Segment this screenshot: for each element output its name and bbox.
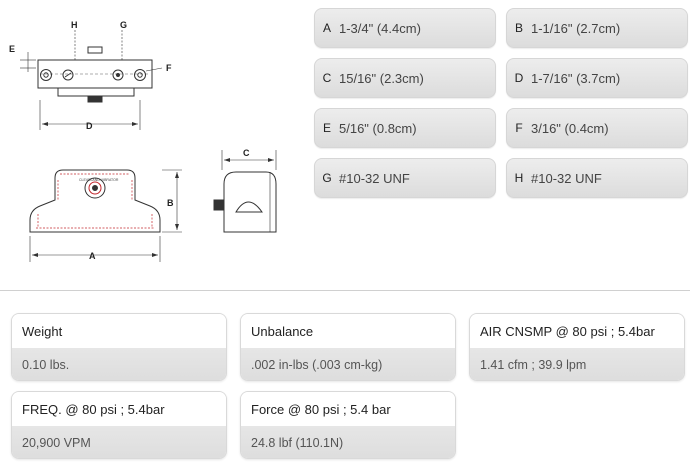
- spec-frequency-card: FREQ. @ 80 psi ; 5.4bar 20,900 VPM: [11, 391, 227, 459]
- dimension-d-card: D 1-7/16" (3.7cm): [506, 58, 688, 98]
- dimension-letter: A: [322, 21, 331, 35]
- dimension-c-card: C 15/16" (2.3cm): [314, 58, 496, 98]
- dimension-letter: B: [514, 21, 523, 35]
- spec-force-card: Force @ 80 psi ; 5.4 bar 24.8 lbf (110.1…: [240, 391, 456, 459]
- dimension-letter: E: [322, 121, 331, 135]
- front-view-drawing: [29, 169, 182, 262]
- dimension-e-card: E 5/16" (0.8cm): [314, 108, 496, 148]
- label-d: D: [86, 121, 93, 131]
- spec-value: .002 in-lbs (.003 cm-kg): [241, 348, 455, 380]
- dimension-a-card: A 1-3/4" (4.4cm): [314, 8, 496, 48]
- dimension-value: 1-3/4" (4.4cm): [339, 20, 421, 36]
- top-view-drawing: [20, 30, 163, 130]
- label-e: E: [9, 44, 15, 54]
- label-f: F: [166, 63, 172, 73]
- spec-value: 0.10 lbs.: [12, 348, 226, 380]
- label-c: C: [243, 148, 250, 158]
- spec-label: Force @ 80 psi ; 5.4 bar: [241, 392, 455, 426]
- spec-label: Weight: [12, 314, 226, 348]
- dimension-value: 1-1/16" (2.7cm): [531, 20, 621, 36]
- spec-weight-card: Weight 0.10 lbs.: [11, 313, 227, 381]
- dimension-f-card: F 3/16" (0.4cm): [506, 108, 688, 148]
- technical-drawing: H G E F D: [0, 0, 300, 275]
- dimension-g-card: G #10-32 UNF: [314, 158, 496, 198]
- dimension-letter: H: [514, 171, 524, 185]
- dimension-letter: F: [515, 121, 523, 135]
- spec-air-consumption-card: AIR CNSMP @ 80 psi ; 5.4bar 1.41 cfm ; 3…: [469, 313, 685, 381]
- dimension-value: #10-32 UNF: [531, 170, 602, 186]
- dimension-value: 3/16" (0.4cm): [531, 120, 609, 136]
- dimension-letter: D: [514, 71, 524, 85]
- dimension-value: 15/16" (2.3cm): [339, 70, 424, 86]
- spec-value: 24.8 lbf (110.1N): [241, 426, 455, 458]
- side-view-drawing: [213, 150, 277, 233]
- section-divider: [0, 290, 690, 291]
- dimension-value: 5/16" (0.8cm): [339, 120, 417, 136]
- dimension-letter: C: [322, 71, 332, 85]
- spec-unbalance-card: Unbalance .002 in-lbs (.003 cm-kg): [240, 313, 456, 381]
- spec-value: 1.41 cfm ; 39.9 lpm: [470, 348, 684, 380]
- label-h: H: [71, 20, 78, 30]
- spec-value: 20,900 VPM: [12, 426, 226, 458]
- dimension-value: #10-32 UNF: [339, 170, 410, 186]
- spec-label: FREQ. @ 80 psi ; 5.4bar: [12, 392, 226, 426]
- spec-label: Unbalance: [241, 314, 455, 348]
- dimension-letter: G: [322, 171, 332, 185]
- label-b: B: [167, 198, 174, 208]
- dimension-b-card: B 1-1/16" (2.7cm): [506, 8, 688, 48]
- brand-text: CLEVELAND VIBRATOR: [79, 178, 119, 182]
- dimension-value: 1-7/16" (3.7cm): [531, 70, 621, 86]
- dimension-h-card: H #10-32 UNF: [506, 158, 688, 198]
- label-a: A: [89, 251, 96, 261]
- label-g: G: [120, 20, 127, 30]
- spec-label: AIR CNSMP @ 80 psi ; 5.4bar: [470, 314, 684, 348]
